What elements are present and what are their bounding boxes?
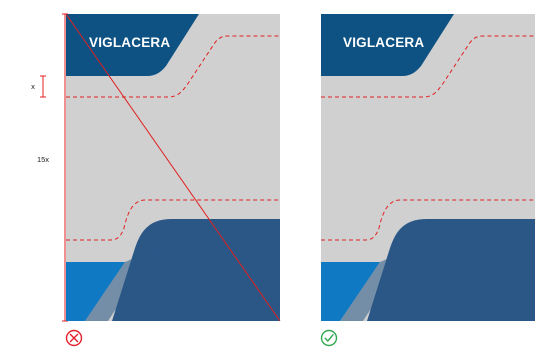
bottom-safe-zone-guide — [66, 199, 280, 241]
large-dimension-label: 15x — [37, 155, 49, 164]
check-circle-icon — [320, 329, 338, 347]
brand-header-shape — [66, 14, 199, 76]
cross-out-line — [65, 13, 281, 322]
small-dimension-marker — [40, 75, 46, 98]
top-safe-zone-guide — [66, 35, 280, 98]
footer-shape — [367, 219, 535, 321]
footer-accent-strip — [321, 262, 380, 321]
footer-accent-shade — [85, 249, 155, 321]
small-dimension-label: x — [31, 82, 35, 91]
brand-name: VIGLACERA — [343, 35, 424, 50]
correct-layout-panel: VIGLACERA — [320, 14, 535, 347]
incorrect-layout-panel: VIGLACERA — [65, 13, 281, 347]
dimension-ruler: x 15x — [31, 13, 68, 322]
x-circle-icon — [65, 329, 83, 347]
footer-shape — [112, 219, 280, 321]
brand-header-shape — [321, 14, 454, 76]
brand-name: VIGLACERA — [89, 35, 170, 50]
top-safe-zone-guide — [321, 35, 535, 98]
footer-accent-strip — [66, 262, 125, 321]
footer-accent-shade — [340, 249, 410, 321]
bottom-safe-zone-guide — [321, 199, 535, 241]
